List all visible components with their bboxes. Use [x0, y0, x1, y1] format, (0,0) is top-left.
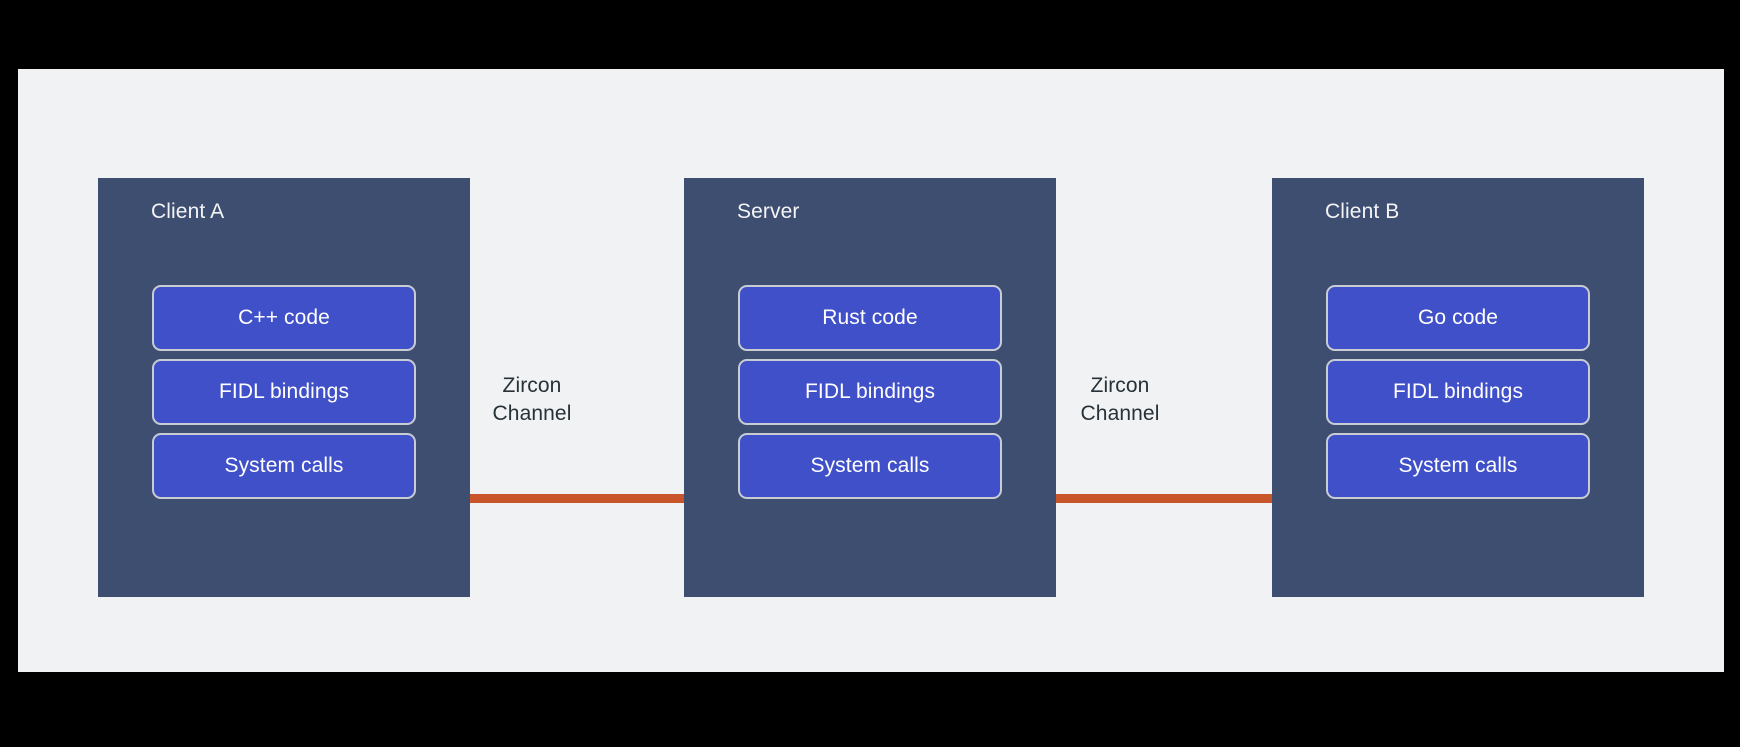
zircon-channel-line-server-client-b — [963, 494, 1277, 503]
process-box-client-b: Client B Go code FIDL bindings System ca… — [1272, 178, 1644, 597]
zircon-channel-label-server-client-b: Zircon Channel — [1080, 374, 1160, 425]
layer-stack-client-a: C++ code FIDL bindings System calls — [152, 285, 416, 499]
layer-box-client-a-fidl-bindings: FIDL bindings — [152, 359, 416, 425]
layer-box-server-system-calls: System calls — [738, 433, 1002, 499]
process-title-server: Server — [737, 200, 800, 223]
diagram-canvas: Zircon Channel Zircon Channel Client A C… — [18, 69, 1724, 672]
layer-box-server-language: Rust code — [738, 285, 1002, 351]
layer-box-client-a-language: C++ code — [152, 285, 416, 351]
process-box-server: Server Rust code FIDL bindings System ca… — [684, 178, 1056, 597]
layer-stack-client-b: Go code FIDL bindings System calls — [1326, 285, 1590, 499]
layer-box-client-b-fidl-bindings: FIDL bindings — [1326, 359, 1590, 425]
layer-box-server-fidl-bindings: FIDL bindings — [738, 359, 1002, 425]
layer-box-client-a-system-calls: System calls — [152, 433, 416, 499]
zircon-channel-label-client-a-server: Zircon Channel — [492, 374, 572, 425]
process-box-client-a: Client A C++ code FIDL bindings System c… — [98, 178, 470, 597]
process-title-client-a: Client A — [151, 200, 225, 223]
layer-box-client-b-language: Go code — [1326, 285, 1590, 351]
layer-box-client-b-system-calls: System calls — [1326, 433, 1590, 499]
layer-stack-server: Rust code FIDL bindings System calls — [738, 285, 1002, 499]
zircon-channel-line-client-a-server — [375, 494, 689, 503]
process-title-client-b: Client B — [1325, 200, 1400, 223]
